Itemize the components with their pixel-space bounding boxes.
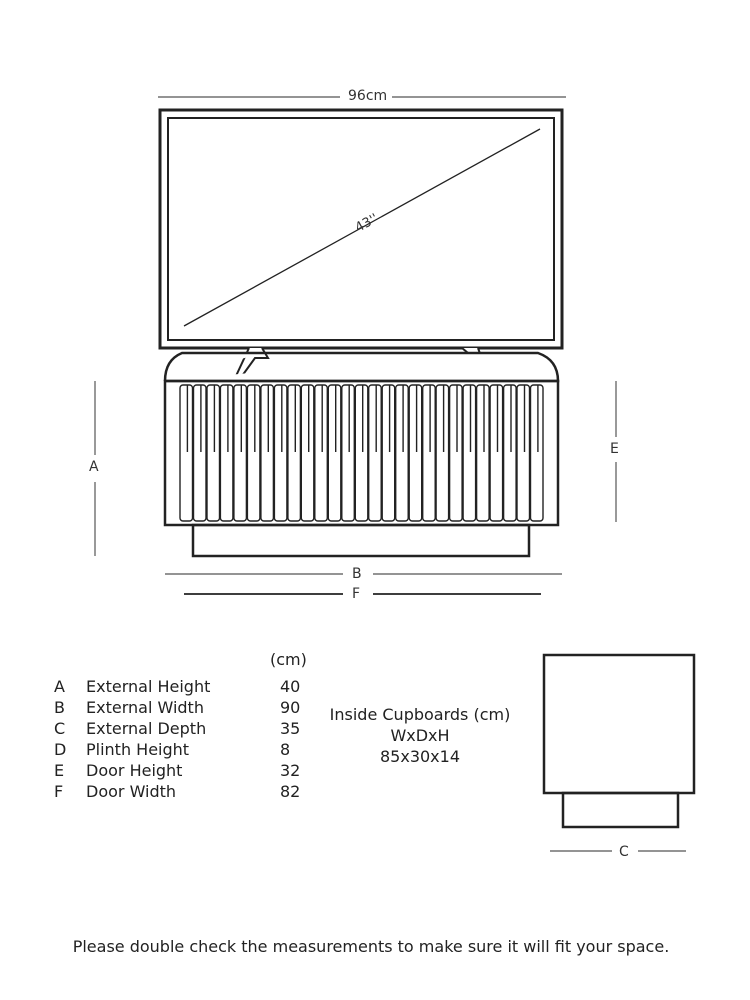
row-name: External Width [86, 698, 204, 717]
tv-stand-left [234, 347, 270, 377]
footer-note: Please double check the measurements to … [72, 937, 670, 956]
side-view-illustration [542, 653, 696, 829]
door-slats [179, 384, 544, 522]
row-name: External Depth [86, 719, 207, 738]
side-view-body [542, 653, 696, 795]
sideboard-body [163, 379, 560, 527]
row-name: Plinth Height [86, 740, 190, 759]
door-slat [368, 384, 382, 522]
door-slat [179, 384, 194, 522]
door-slat [273, 384, 288, 522]
tv-frame [158, 108, 564, 350]
door-slat [192, 384, 207, 522]
door-slat [260, 384, 275, 522]
tv-screen [167, 117, 555, 341]
door-slat [529, 384, 544, 522]
row-value: 90 [280, 698, 301, 717]
door-slat [206, 384, 221, 522]
row-code: F [54, 782, 64, 801]
row-code: A [54, 677, 65, 696]
row-code: E [54, 761, 65, 780]
dim-label-c: C [619, 844, 629, 860]
door-slat [381, 384, 396, 522]
tv-diagonal-line [183, 128, 541, 327]
door-slat [233, 384, 248, 522]
door-slat [246, 384, 261, 522]
dim-label-e: E [610, 441, 619, 457]
cupboards-title: Inside Cupboards (cm) [329, 705, 511, 724]
door-slat [219, 384, 234, 522]
row-code: D [54, 740, 67, 759]
door-slat [287, 384, 302, 522]
dim-label-b: B [352, 566, 362, 582]
door-slat [462, 384, 477, 522]
door-slat [341, 384, 355, 522]
door-slat [489, 384, 504, 522]
tv-illustration [158, 108, 564, 377]
dim-label-f: F [352, 586, 361, 602]
unit-header: (cm) [270, 650, 307, 669]
door-slat [314, 384, 328, 522]
row-code: B [54, 698, 65, 717]
cupboards-dims: 85x30x14 [379, 747, 460, 766]
row-value: 8 [280, 740, 291, 759]
door-slat [502, 384, 517, 522]
door-slat [354, 384, 369, 522]
sideboard-top [163, 351, 560, 383]
door-slat [435, 384, 450, 522]
row-value: 82 [280, 782, 301, 801]
row-value: 32 [280, 761, 301, 780]
row-name: External Height [86, 677, 211, 696]
door-slat [300, 384, 315, 522]
door-slat [408, 384, 423, 522]
door-slat [422, 384, 436, 522]
door-slat [516, 384, 531, 522]
door-slat [395, 384, 409, 522]
row-value: 35 [280, 719, 301, 738]
door-slat [327, 384, 342, 522]
sideboard-plinth [191, 523, 531, 558]
door-slat [448, 384, 463, 522]
cupboards-format: WxDxH [390, 726, 450, 745]
row-name: Door Width [86, 782, 177, 801]
tv-width-label: 96cm [344, 89, 392, 103]
sideboard-illustration [163, 351, 560, 558]
row-code: C [54, 719, 66, 738]
row-value: 40 [280, 677, 301, 696]
door-slat [475, 384, 490, 522]
row-name: Door Height [86, 761, 183, 780]
side-view-plinth [561, 791, 680, 829]
dim-label-a: A [89, 459, 99, 475]
